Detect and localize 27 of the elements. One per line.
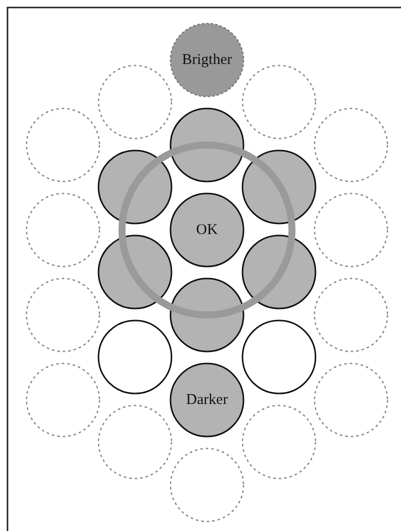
node-label: Brigther [182,52,232,68]
circle-node [169,362,245,438]
node-label: Darker [186,392,228,408]
circle-node [169,447,245,523]
circle-node [313,192,389,268]
circle-node [97,319,173,395]
circle-node [97,234,173,310]
circle-node [241,319,317,395]
circle-node [25,192,101,268]
circle-node [25,107,101,183]
circle-node [241,404,317,480]
circle-node [97,404,173,480]
circle-node [25,277,101,353]
circle-node [241,149,317,225]
circle-node [97,64,173,140]
node-label: OK [196,222,218,238]
circle-node [241,64,317,140]
circle-node [313,362,389,438]
circle-node [313,277,389,353]
circle-node [25,362,101,438]
circle-node [97,149,173,225]
circle-node [241,234,317,310]
circle-node [169,192,245,268]
circle-node [169,22,245,98]
circle-node [169,277,245,353]
circle-node [313,107,389,183]
circle-node [169,107,245,183]
